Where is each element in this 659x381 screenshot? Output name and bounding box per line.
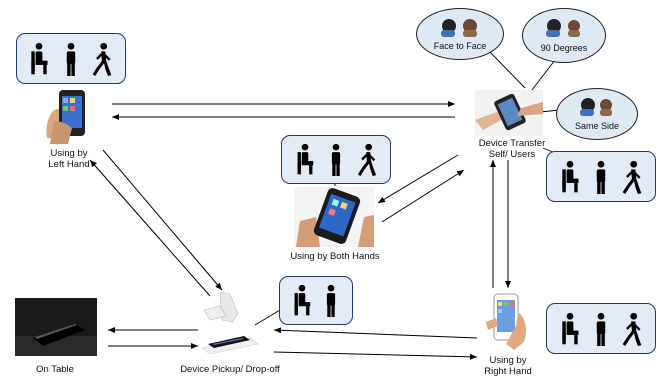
two-users-icon — [546, 19, 580, 37]
posture-box-pickup — [279, 276, 353, 325]
standing-icon — [590, 160, 612, 194]
left-hand-photo — [42, 88, 92, 146]
arrow-right-to-pickup — [273, 327, 478, 339]
orientation-90-degrees: 90 Degrees — [522, 8, 606, 63]
sitting-icon — [28, 42, 50, 76]
standing-icon — [320, 284, 342, 317]
node-label-both-hands: Using by Both Hands — [290, 251, 380, 262]
arrow-transfer-to-both — [377, 154, 459, 204]
two-users-icon — [441, 19, 477, 37]
node-label-pickup: Device Pickup/ Drop-off — [180, 364, 280, 375]
connector-ninety — [531, 59, 556, 91]
pickup-photo — [200, 291, 260, 355]
orientation-label-same: Same Side — [574, 121, 620, 131]
both-hands-photo — [294, 187, 374, 247]
walking-icon — [356, 143, 378, 176]
walking-icon — [621, 312, 643, 346]
orientation-same-side: Same Side — [556, 88, 638, 140]
arrow-pickup-to-left — [89, 159, 211, 297]
two-users-icon — [580, 98, 612, 116]
standing-icon — [60, 42, 82, 76]
walking-icon — [91, 42, 113, 76]
sitting-icon — [559, 160, 581, 194]
node-label-right-hand: Using by Right Hand — [484, 355, 532, 377]
standing-icon — [325, 143, 347, 176]
sitting-icon — [559, 312, 581, 346]
posture-box-left-hand — [16, 33, 126, 84]
connector-face — [487, 49, 526, 89]
device-transfer-photo — [475, 90, 543, 136]
walking-icon — [621, 160, 643, 194]
posture-box-both-hands — [281, 135, 391, 184]
right-hand-photo — [484, 292, 530, 352]
posture-box-transfer — [546, 151, 656, 202]
node-label-device-transfer: Device Transfer Self/ Users — [478, 138, 546, 160]
orientation-face-to-face: Face to Face — [416, 8, 504, 60]
arrow-pickup-to-right — [273, 351, 478, 360]
arrow-both-to-transfer — [381, 169, 465, 223]
orientation-label-ninety: 90 Degrees — [540, 43, 588, 53]
connector-box-pickup — [254, 309, 281, 326]
on-table-photo — [15, 298, 97, 356]
node-label-left-hand: Using by Left Hand — [48, 148, 90, 170]
arrow-left-to-pickup — [102, 149, 223, 291]
node-label-on-table: On Table — [36, 364, 74, 375]
orientation-label-face: Face to Face — [433, 41, 487, 51]
standing-icon — [590, 312, 612, 346]
sitting-icon — [291, 284, 313, 317]
posture-box-right-hand — [546, 303, 656, 354]
sitting-icon — [294, 143, 316, 176]
